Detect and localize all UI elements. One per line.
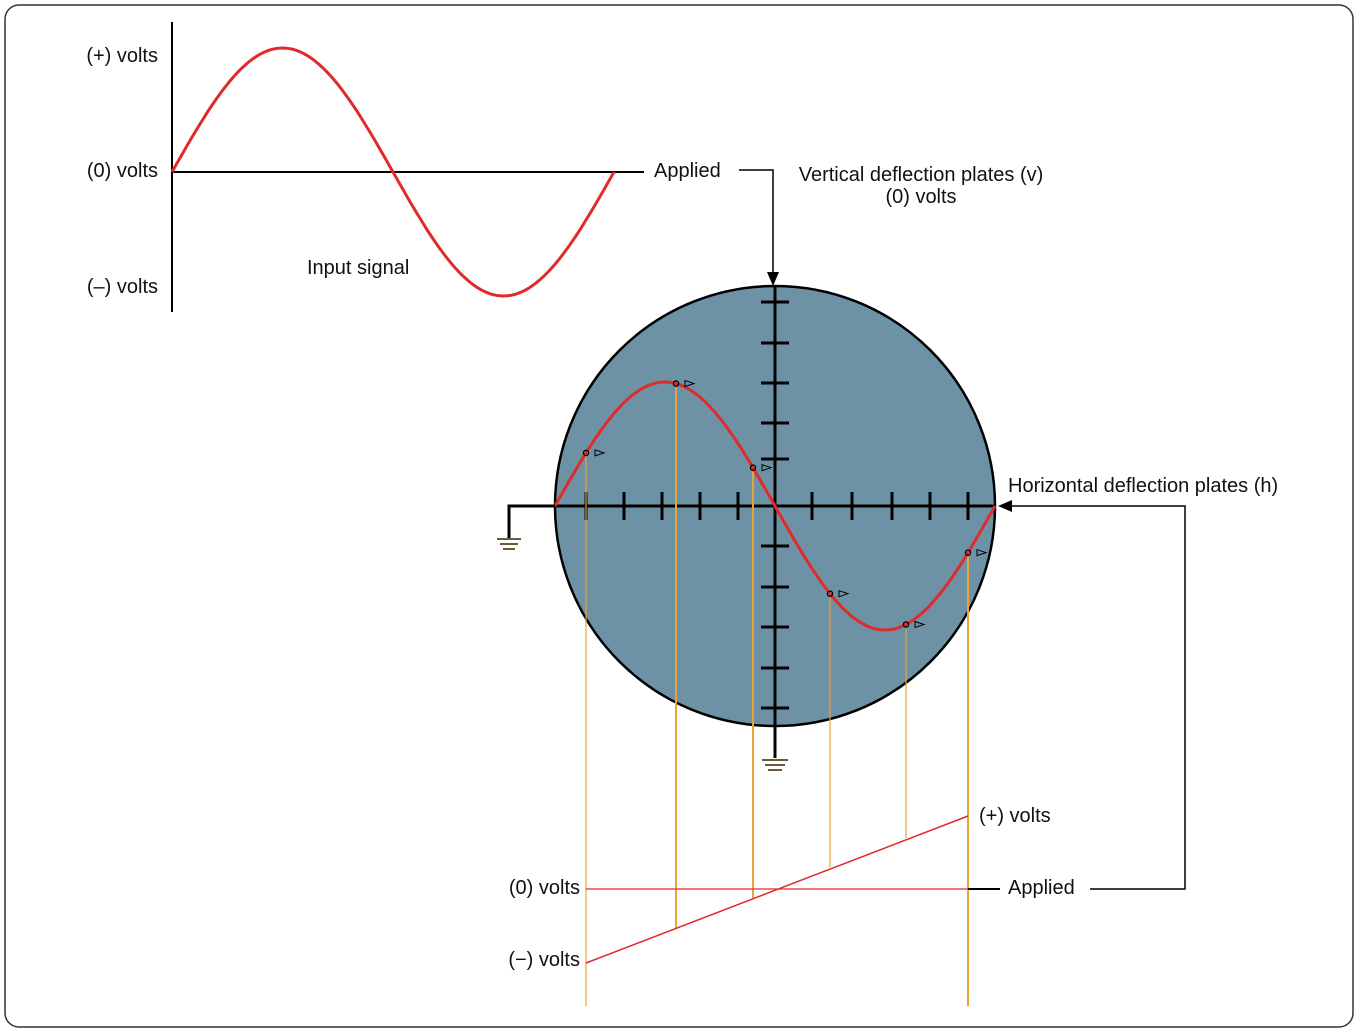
trace-point-marker [902,621,910,628]
vertical-connector-line [739,169,774,275]
input-signal-label: Input signal [307,257,409,279]
bottom-ground-icon [762,759,788,771]
input-zero-volts-label: (0) volts [87,160,158,182]
sweep-panel: (+) volts (0) volts (−) volts Applied [508,805,1074,971]
sweep-applied-label: Applied [1008,877,1075,899]
left-ground-wire [507,504,555,538]
sweep-ramp-line [585,815,969,964]
vertical-connector [739,169,779,286]
horizontal-connector-arrowhead [998,500,1012,512]
trace-point-marker [964,549,972,556]
vertical-axis-ticks [761,300,789,710]
input-plus-volts-label: (+) volts [86,45,158,67]
input-signal-panel: (+) volts (0) volts (–) volts Input sign… [86,22,721,312]
trace-direction-arrow [684,379,696,388]
trace-point-marker [582,449,590,457]
projection-lines [585,387,969,1006]
horizontal-plates-title: Horizontal deflection plates (h) [1008,475,1278,497]
trace-direction-arrow [976,548,988,557]
sweep-minus-volts-label: (−) volts [508,949,580,971]
input-applied-label: Applied [654,160,721,182]
input-sine-wave [170,46,616,298]
vertical-plates-subtitle: (0) volts [885,186,956,208]
trace-point-marker [672,380,680,387]
trace-direction-arrow [838,589,850,598]
sweep-plus-volts-label: (+) volts [979,805,1051,827]
sweep-zero-volts-label: (0) volts [509,877,580,899]
trace-direction-arrow [761,463,773,472]
vertical-plates-title: Vertical deflection plates (v) [799,164,1044,186]
left-ground-connection [497,504,555,550]
trace-direction-arrow [914,620,926,629]
trace-point-marker [826,590,834,597]
vertical-connector-arrowhead [767,272,779,286]
horizontal-connector-line [1012,505,1186,890]
horizontal-connector [998,500,1186,890]
left-ground-icon [497,538,521,550]
screen-trace-wave [553,380,997,632]
trace-markers [582,379,988,629]
input-minus-volts-label: (–) volts [87,276,158,298]
trace-direction-arrow [594,449,606,457]
trace-point-marker [749,464,757,471]
